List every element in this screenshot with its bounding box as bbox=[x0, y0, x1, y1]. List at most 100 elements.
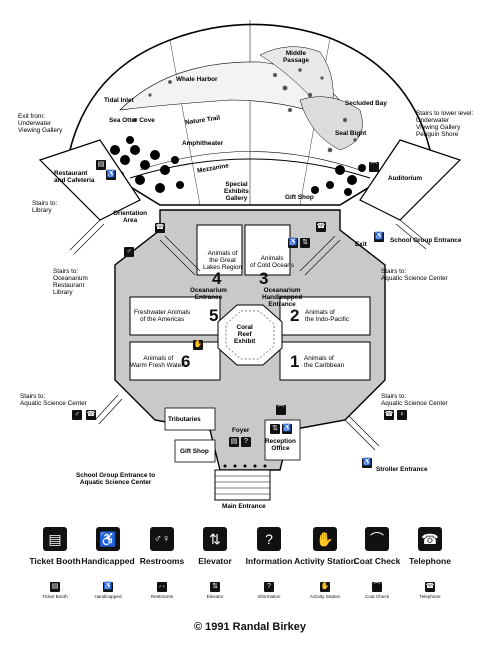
label-exit: Exit bbox=[355, 241, 367, 248]
legend-label: Coat Check bbox=[353, 556, 401, 566]
handicapped-icon: ♿ bbox=[106, 170, 116, 180]
information-icon: ? bbox=[257, 527, 281, 551]
label-main-entrance: Main Entrance bbox=[222, 503, 266, 510]
label-restaurant-cafeteria: Restaurant and Cafeteria bbox=[54, 170, 95, 184]
ticket-booth-icon: ▤ bbox=[43, 527, 67, 551]
activity-station-icon: ✋ bbox=[313, 527, 337, 551]
label-gift-shop-lower: Gift Shop bbox=[180, 448, 209, 455]
label-special-exhibits-gallery: Special Exhibits Gallery bbox=[224, 181, 249, 202]
floor-plan-map: Middle Passage Whale Harbor Tidal Inlet … bbox=[18, 20, 474, 510]
label-oceanarium-entrance: Oceanarium Entrance bbox=[190, 287, 227, 301]
ticket-booth-icon: ▤ bbox=[50, 582, 60, 592]
label-coral-reef-exhibit: Coral Reef Exhibit bbox=[234, 324, 256, 345]
legend-item-telephone: ☎ Telephone ☎ Telephone bbox=[395, 527, 465, 599]
telephone-icon: ☎ bbox=[155, 223, 165, 233]
telephone-icon: ☎ bbox=[425, 582, 435, 592]
telephone-icon: ☎ bbox=[418, 527, 442, 551]
gallery-1-room bbox=[279, 341, 371, 381]
legend-item-information: ? Information ? Information bbox=[234, 527, 304, 599]
legend-label: Telephone bbox=[409, 556, 451, 566]
activity-station-icon: ✋ bbox=[320, 582, 330, 592]
direction-school-group-entrance: School Group Entrance bbox=[390, 237, 462, 244]
ticket-booth-icon: ▤ bbox=[96, 160, 106, 170]
elevator-icon: ⇅ bbox=[210, 582, 220, 592]
gift-shop-lower-room bbox=[174, 439, 216, 463]
copyright-notice: © 1991 Randal Birkey bbox=[193, 621, 307, 633]
restrooms-icon: ♂♀ bbox=[157, 582, 167, 592]
ticket-booth-icon: ▤ bbox=[229, 437, 239, 447]
direction-stairs-aquatic-left: Stairs to: Aquatic Science Center bbox=[20, 393, 87, 407]
legend-label: Handicapped bbox=[81, 556, 135, 566]
label-middle-passage: Middle Passage bbox=[283, 50, 309, 64]
legend-small-label: Elevator bbox=[206, 594, 224, 599]
restaurant-wing bbox=[38, 139, 141, 221]
legend-small-label: Telephone bbox=[419, 594, 441, 599]
label-tidal-inlet: Tidal Inlet bbox=[104, 97, 134, 104]
legend-small-label: Restrooms bbox=[150, 594, 174, 599]
label-amphitheater: Amphitheater bbox=[182, 140, 224, 147]
gallery-4-room bbox=[196, 224, 243, 276]
gallery-5-name: Freshwater Animals of the Americas bbox=[134, 309, 191, 323]
elevator-icon: ⇅ bbox=[270, 424, 280, 434]
coat-check-icon: ⌒ bbox=[372, 582, 382, 592]
tributaries-room bbox=[164, 407, 216, 431]
legend-label: Information bbox=[245, 556, 293, 566]
legend-label: Elevator bbox=[198, 556, 232, 566]
seal-bight-pool bbox=[299, 96, 363, 151]
direction-stairs-aquatic-mid: Stairs to: Aquatic Science Center bbox=[381, 268, 448, 282]
label-auditorium: Auditorium bbox=[388, 175, 423, 182]
gallery-2-number: 2 bbox=[290, 306, 300, 325]
legend-label: Restrooms bbox=[139, 556, 185, 566]
direction-school-group-aquatic: School Group Entrance to Aquatic Science… bbox=[76, 472, 156, 486]
gallery-6-number: 6 bbox=[181, 352, 191, 371]
direction-stairs-lower: Stairs to lower level: Underwater Viewin… bbox=[416, 110, 474, 138]
gallery-3-number: 3 bbox=[259, 269, 269, 288]
coat-check-icon: ⌒ bbox=[365, 527, 389, 551]
restrooms-icon: ♂ bbox=[72, 410, 82, 420]
gallery-1-number: 1 bbox=[290, 352, 300, 371]
handicapped-icon: ♿ bbox=[288, 238, 298, 248]
label-oceanarium-handicapped-entrance: Oceanarium Handicapped Entrance bbox=[262, 287, 303, 308]
main-entrance-stairs bbox=[214, 469, 271, 501]
information-icon: ? bbox=[264, 582, 274, 592]
gallery-4-name: Animals of the Great Lakes Region bbox=[203, 250, 243, 271]
gallery-1-name: Animals of the Caribbean bbox=[304, 355, 345, 369]
telephone-icon: ☎ bbox=[86, 410, 96, 420]
legend-item-restrooms: ♂♀ Restrooms ♂♀ Restrooms bbox=[127, 527, 197, 599]
legend: ▤ Ticket Booth ▤ Ticket Booth ♿ Handicap… bbox=[0, 527, 500, 607]
restrooms-icon: ♂ bbox=[124, 247, 134, 257]
legend-item-ticket-booth: ▤ Ticket Booth ▤ Ticket Booth bbox=[20, 527, 90, 599]
coat-check-icon: ⌒ bbox=[276, 405, 286, 415]
label-secluded-bay: Secluded Bay bbox=[345, 100, 387, 107]
activity-station-icon: ✋ bbox=[193, 340, 203, 350]
direction-exit-from: Exit from: Underwater Viewing Gallery bbox=[18, 113, 63, 134]
legend-small-label: Coat Check bbox=[364, 594, 389, 599]
telephone-icon: ☎ bbox=[316, 222, 326, 232]
restrooms-icon: ♂♀ bbox=[150, 527, 174, 551]
gallery-5-room bbox=[129, 296, 221, 336]
label-orientation-area: Orientation Area bbox=[113, 210, 148, 224]
legend-item-coat-check: ⌒ Coat Check ⌒ Coat Check bbox=[342, 527, 412, 599]
elevator-icon: ⇅ bbox=[300, 238, 310, 248]
handicapped-icon: ♿ bbox=[282, 424, 292, 434]
gallery-2-room bbox=[279, 296, 371, 336]
direction-stairs-oceanarium: Stairs to: Oceanarium Restaurant Library bbox=[53, 268, 88, 296]
gallery-3-name: Animals of Cold Oceans bbox=[250, 255, 295, 269]
legend-label: Activity Station bbox=[294, 556, 356, 566]
floor-plan-drawing bbox=[38, 20, 462, 501]
restrooms-icon: ♀ bbox=[397, 410, 407, 420]
handicapped-icon: ♿ bbox=[374, 232, 384, 242]
legend-item-elevator: ⇅ Elevator ⇅ Elevator bbox=[180, 527, 250, 599]
label-tributaries: Tributaries bbox=[168, 416, 201, 423]
gallery-4-number: 4 bbox=[212, 269, 222, 288]
information-icon: ? bbox=[241, 437, 251, 447]
handicapped-icon: ♿ bbox=[96, 527, 120, 551]
gallery-5-number: 5 bbox=[209, 306, 219, 325]
legend-small-label: Activity Station bbox=[309, 594, 341, 599]
label-sea-otter-cove: Sea Otter Cove bbox=[109, 117, 155, 124]
handicapped-icon: ♿ bbox=[362, 458, 372, 468]
legend-item-handicapped: ♿ Handicapped ♿ Handicapped bbox=[73, 527, 143, 599]
handicapped-icon: ♿ bbox=[103, 582, 113, 592]
gallery-6-room bbox=[129, 341, 221, 381]
gallery-3-room bbox=[244, 224, 291, 276]
